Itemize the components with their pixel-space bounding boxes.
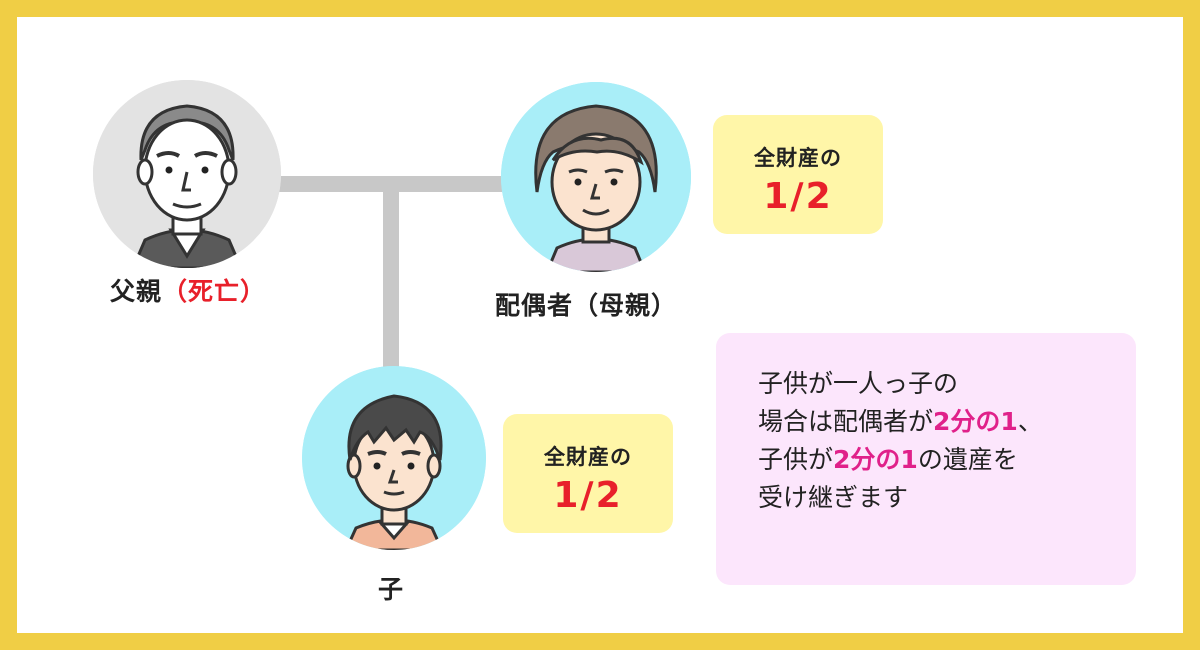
explanation-note: 子供が一人っ子の 場合は配偶者が2分の1、 子供が2分の1の遺産を 受け継ぎます [716, 333, 1136, 585]
note-emphasis-child-share: 2分の1 [833, 445, 918, 474]
note-line-3: 子供が2分の1の遺産を [758, 445, 1018, 474]
note-emphasis-spouse-share: 2分の1 [933, 407, 1018, 436]
child-share-label: 全財産の [544, 445, 632, 469]
child-share-value: 1/2 [553, 475, 623, 516]
child-share-box: 全財産の 1/2 [503, 414, 673, 533]
spouse-name: 配偶者（母親） [495, 291, 678, 320]
elderly-woman-icon [501, 82, 691, 272]
father-avatar [93, 80, 281, 268]
note-line-4: 受け継ぎます [758, 483, 909, 512]
connector-vertical [383, 176, 399, 376]
elderly-man-icon [93, 80, 281, 268]
spouse-avatar [501, 82, 691, 272]
father-status: （死亡） [162, 277, 267, 306]
note-line-2: 場合は配偶者が2分の1、 [758, 407, 1043, 436]
father-name: 父親（死亡） [110, 277, 267, 306]
young-man-icon [302, 366, 486, 550]
child-avatar [302, 366, 486, 550]
spouse-share-label: 全財産の [754, 146, 842, 170]
note-line-1: 子供が一人っ子の [758, 369, 959, 398]
child-name: 子 [378, 575, 405, 604]
spouse-share-value: 1/2 [763, 176, 833, 217]
spouse-share-box: 全財産の 1/2 [713, 115, 883, 234]
